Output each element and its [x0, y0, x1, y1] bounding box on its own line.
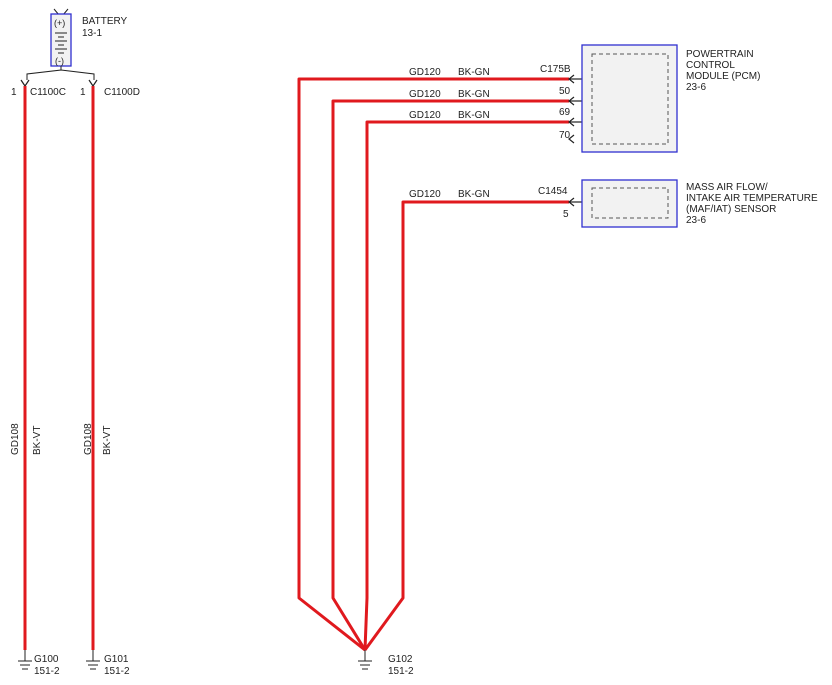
ground-g102-id: G102: [388, 654, 413, 665]
ground-g101-icon: [86, 650, 100, 670]
maf-pin-icon: [568, 197, 583, 207]
ground-g102-ref: 151-2: [388, 666, 414, 677]
wire-gd108-right-color: BK-VT: [102, 426, 113, 455]
pcm-pin-70: 70: [559, 130, 571, 141]
connector-c1100d-id: C1100D: [104, 87, 140, 98]
wire-gd120-maf-line: [363, 200, 569, 651]
wire-gd120-pcm-1: GD120 BK-GN: [297, 67, 569, 652]
maf-connector-id: C1454: [538, 186, 568, 197]
maf-sensor-inner: [591, 187, 669, 219]
connector-c1100d: 1 C1100D: [80, 79, 140, 98]
maf-pin-5: 5: [563, 209, 569, 220]
pcm-pin-c175b: C175B: [540, 64, 571, 75]
maf-label-line3: (MAF/IAT) SENSOR: [686, 204, 776, 215]
ground-g101: G101 151-2: [86, 650, 130, 677]
pcm-pin-50: 50: [559, 86, 571, 97]
wire-gd120-pcm-2-color: BK-GN: [458, 89, 490, 100]
battery-name: BATTERY: [82, 16, 128, 27]
connector-c1100c: 1 C1100C: [11, 79, 66, 98]
wire-gd108-left: GD108 BK-VT: [10, 86, 43, 650]
wire-gd120-pcm-2-line: [331, 99, 569, 651]
wire-gd120-pcm-3: GD120 BK-GN: [363, 110, 569, 651]
wire-gd120-pcm-2-circuit: GD120: [409, 89, 441, 100]
pcm-connector: C175B 50 69 70: [540, 64, 583, 144]
ground-g101-id: G101: [104, 654, 129, 665]
wire-gd120-pcm-1-circuit: GD120: [409, 67, 441, 78]
pcm-module-inner: [591, 53, 669, 145]
connector-c1100d-icon: [88, 79, 98, 88]
pcm-ref: 23-6: [686, 82, 706, 93]
ground-g102: G102 151-2: [358, 650, 414, 677]
pcm-label-line3: MODULE (PCM): [686, 71, 760, 82]
ground-g102-icon: [358, 650, 372, 670]
battery-cells-icon: [55, 32, 67, 54]
battery-plus-label: (+): [54, 18, 65, 28]
ground-g101-ref: 151-2: [104, 666, 130, 677]
wire-gd108-left-circuit: GD108: [10, 423, 21, 455]
maf-sensor-body: [581, 179, 678, 228]
ground-g100-id: G100: [34, 654, 59, 665]
pcm-label-line2: CONTROL: [686, 60, 735, 71]
battery-ref: 13-1: [82, 28, 102, 39]
wire-gd120-maf: GD120 BK-GN: [363, 189, 569, 651]
pcm-module: POWERTRAIN CONTROL MODULE (PCM) 23-6: [581, 44, 760, 153]
battery: (+) (-) BATTERY 13-1: [26, 8, 128, 80]
wire-gd120-maf-color: BK-GN: [458, 189, 490, 200]
pcm-pin-69: 69: [559, 107, 571, 118]
maf-sensor: MASS AIR FLOW/ INTAKE AIR TEMPERATURE (M…: [581, 179, 818, 228]
wire-gd120-maf-circuit: GD120: [409, 189, 441, 200]
connector-c1100c-id: C1100C: [30, 87, 66, 98]
ground-g100-icon: [18, 650, 32, 670]
maf-ref: 23-6: [686, 215, 706, 226]
wire-gd108-left-color: BK-VT: [32, 426, 43, 455]
wire-gd108-right: GD108 BK-VT: [83, 86, 113, 650]
wire-gd120-pcm-3-circuit: GD120: [409, 110, 441, 121]
wire-gd120-pcm-1-line: [297, 77, 569, 652]
connector-c1100d-pin: 1: [80, 87, 86, 98]
wire-gd120-pcm-3-line: [363, 120, 569, 651]
wire-gd120-pcm-3-color: BK-GN: [458, 110, 490, 121]
wire-gd120-pcm-2: GD120 BK-GN: [331, 89, 569, 651]
battery-minus-label: (-): [55, 56, 64, 66]
maf-connector: C1454 5: [538, 186, 583, 220]
connector-c1100c-icon: [20, 79, 30, 88]
maf-label-line2: INTAKE AIR TEMPERATURE: [686, 193, 818, 204]
pcm-module-body: [581, 44, 678, 153]
ground-g100: G100 151-2: [18, 650, 60, 677]
maf-label-line1: MASS AIR FLOW/: [686, 182, 768, 193]
connector-c1100c-pin: 1: [11, 87, 17, 98]
wire-gd108-right-circuit: GD108: [83, 423, 94, 455]
ground-g100-ref: 151-2: [34, 666, 60, 677]
wire-gd120-pcm-1-color: BK-GN: [458, 67, 490, 78]
pcm-pin-icons: [568, 74, 583, 144]
pcm-label-line1: POWERTRAIN: [686, 49, 754, 60]
battery-negative-lead: [26, 66, 95, 80]
